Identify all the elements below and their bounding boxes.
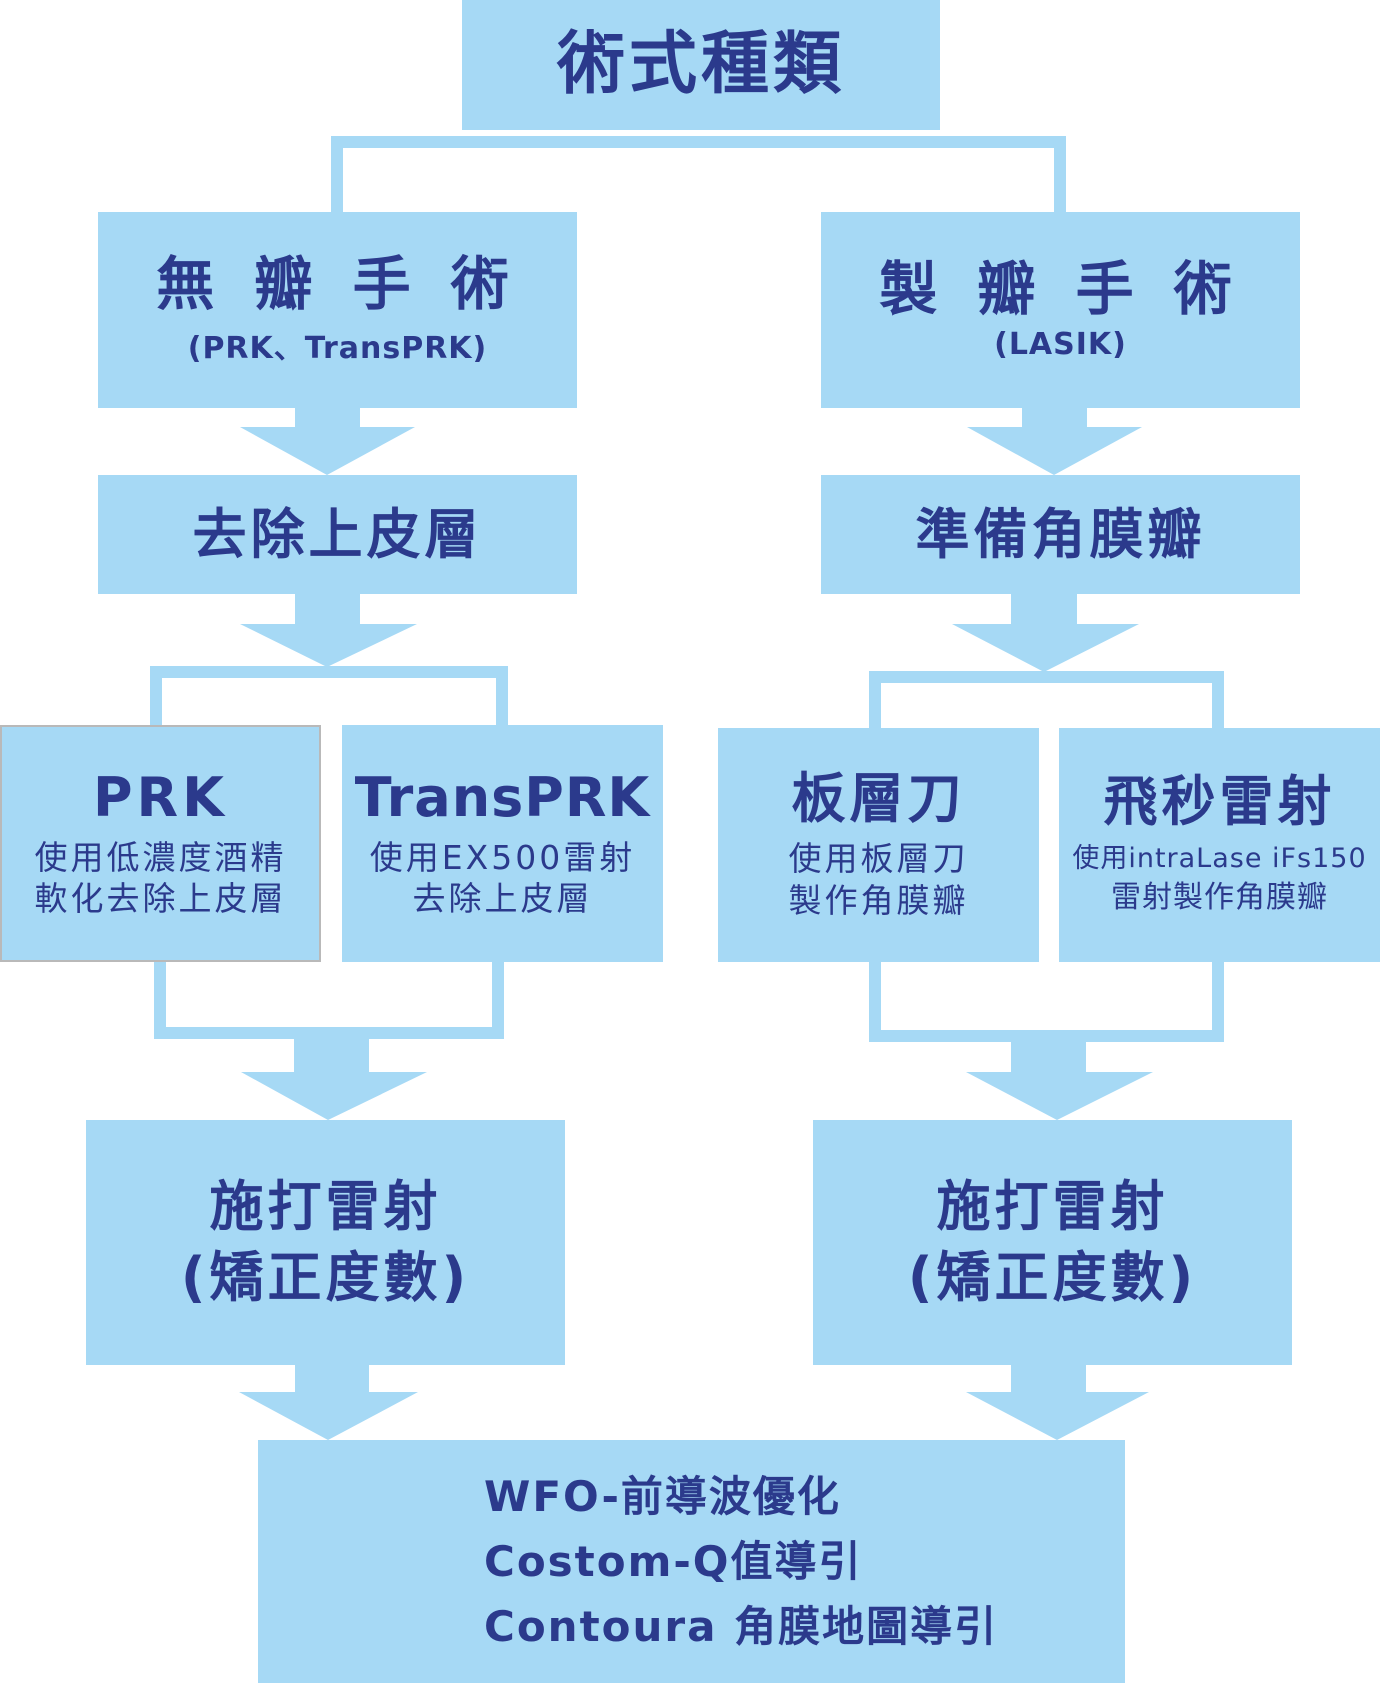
left-option-a-desc-line2: 軟化去除上皮層 bbox=[34, 879, 287, 919]
connector-right-merge bbox=[869, 962, 1224, 1042]
left-option-b-desc-line1: 使用EX500雷射 bbox=[369, 837, 636, 877]
connector-right-split bbox=[869, 671, 1224, 728]
final-item-1: WFO-前導波優化 bbox=[484, 1471, 841, 1521]
left-option-a-desc-line1: 使用低濃度酒精 bbox=[34, 837, 287, 877]
right-step-title: 準備角膜瓣 bbox=[915, 502, 1206, 566]
right-option-b-desc-line2: 雷射製作角膜瓣 bbox=[1111, 879, 1328, 915]
left-option-b-box: TransPRK 使用EX500雷射 去除上皮層 bbox=[342, 725, 663, 962]
connector-left-split bbox=[150, 666, 508, 725]
left-laser-box: 施打雷射 (矯正度數) bbox=[86, 1120, 565, 1365]
right-laser-line2: (矯正度數) bbox=[907, 1245, 1198, 1309]
right-option-b-box: 飛秒雷射 使用intraLase iFs150 雷射製作角膜瓣 bbox=[1059, 728, 1380, 962]
left-step-box: 去除上皮層 bbox=[98, 475, 577, 594]
final-item-2: Costom-Q值導引 bbox=[484, 1536, 863, 1586]
right-laser-box: 施打雷射 (矯正度數) bbox=[813, 1120, 1292, 1365]
arrow-left-1 bbox=[240, 408, 415, 475]
left-option-a-box: PRK 使用低濃度酒精 軟化去除上皮層 bbox=[0, 725, 321, 962]
left-option-b-title: TransPRK bbox=[354, 765, 651, 829]
left-option-b-desc-line2: 去除上皮層 bbox=[412, 879, 593, 919]
left-laser-line2: (矯正度數) bbox=[180, 1245, 471, 1309]
left-laser-line1: 施打雷射 bbox=[209, 1175, 442, 1239]
root-title: 術式種類 bbox=[556, 24, 845, 104]
left-option-a-title: PRK bbox=[92, 765, 228, 829]
left-category-subtitle: (PRK、TransPRK) bbox=[187, 330, 488, 366]
connector-root-split bbox=[331, 136, 1066, 212]
right-category-box: 製 瓣 手 術 (LASIK) bbox=[821, 212, 1300, 408]
arrow-left-2 bbox=[240, 594, 417, 667]
right-laser-line1: 施打雷射 bbox=[936, 1175, 1169, 1239]
connector-left-merge bbox=[154, 962, 504, 1039]
arrow-right-2 bbox=[952, 594, 1139, 672]
right-category-subtitle: (LASIK) bbox=[994, 327, 1127, 363]
arrow-right-1 bbox=[967, 408, 1142, 475]
arrow-left-4 bbox=[239, 1365, 418, 1440]
left-category-title: 無 瓣 手 術 bbox=[156, 250, 519, 319]
right-step-box: 準備角膜瓣 bbox=[821, 475, 1300, 594]
final-item-3: Contoura 角膜地圖導引 bbox=[484, 1602, 999, 1652]
arrow-right-4 bbox=[966, 1365, 1149, 1440]
left-step-title: 去除上皮層 bbox=[192, 502, 483, 566]
final-box: WFO-前導波優化 Costom-Q值導引 Contoura 角膜地圖導引 bbox=[258, 1440, 1125, 1683]
right-option-a-title: 板層刀 bbox=[791, 767, 966, 831]
right-option-a-box: 板層刀 使用板層刀 製作角膜瓣 bbox=[718, 728, 1039, 962]
right-option-b-desc-line1: 使用intraLase iFs150 bbox=[1072, 843, 1367, 875]
right-category-title: 製 瓣 手 術 bbox=[879, 254, 1242, 323]
right-option-a-desc-line1: 使用板層刀 bbox=[788, 839, 969, 879]
left-category-box: 無 瓣 手 術 (PRK、TransPRK) bbox=[98, 212, 577, 408]
right-option-a-desc-line2: 製作角膜瓣 bbox=[788, 880, 969, 920]
arrow-right-3 bbox=[966, 1036, 1153, 1120]
right-option-b-title: 飛秒雷射 bbox=[1103, 769, 1336, 833]
arrow-left-3 bbox=[241, 1033, 427, 1120]
root-box: 術式種類 bbox=[462, 0, 940, 130]
